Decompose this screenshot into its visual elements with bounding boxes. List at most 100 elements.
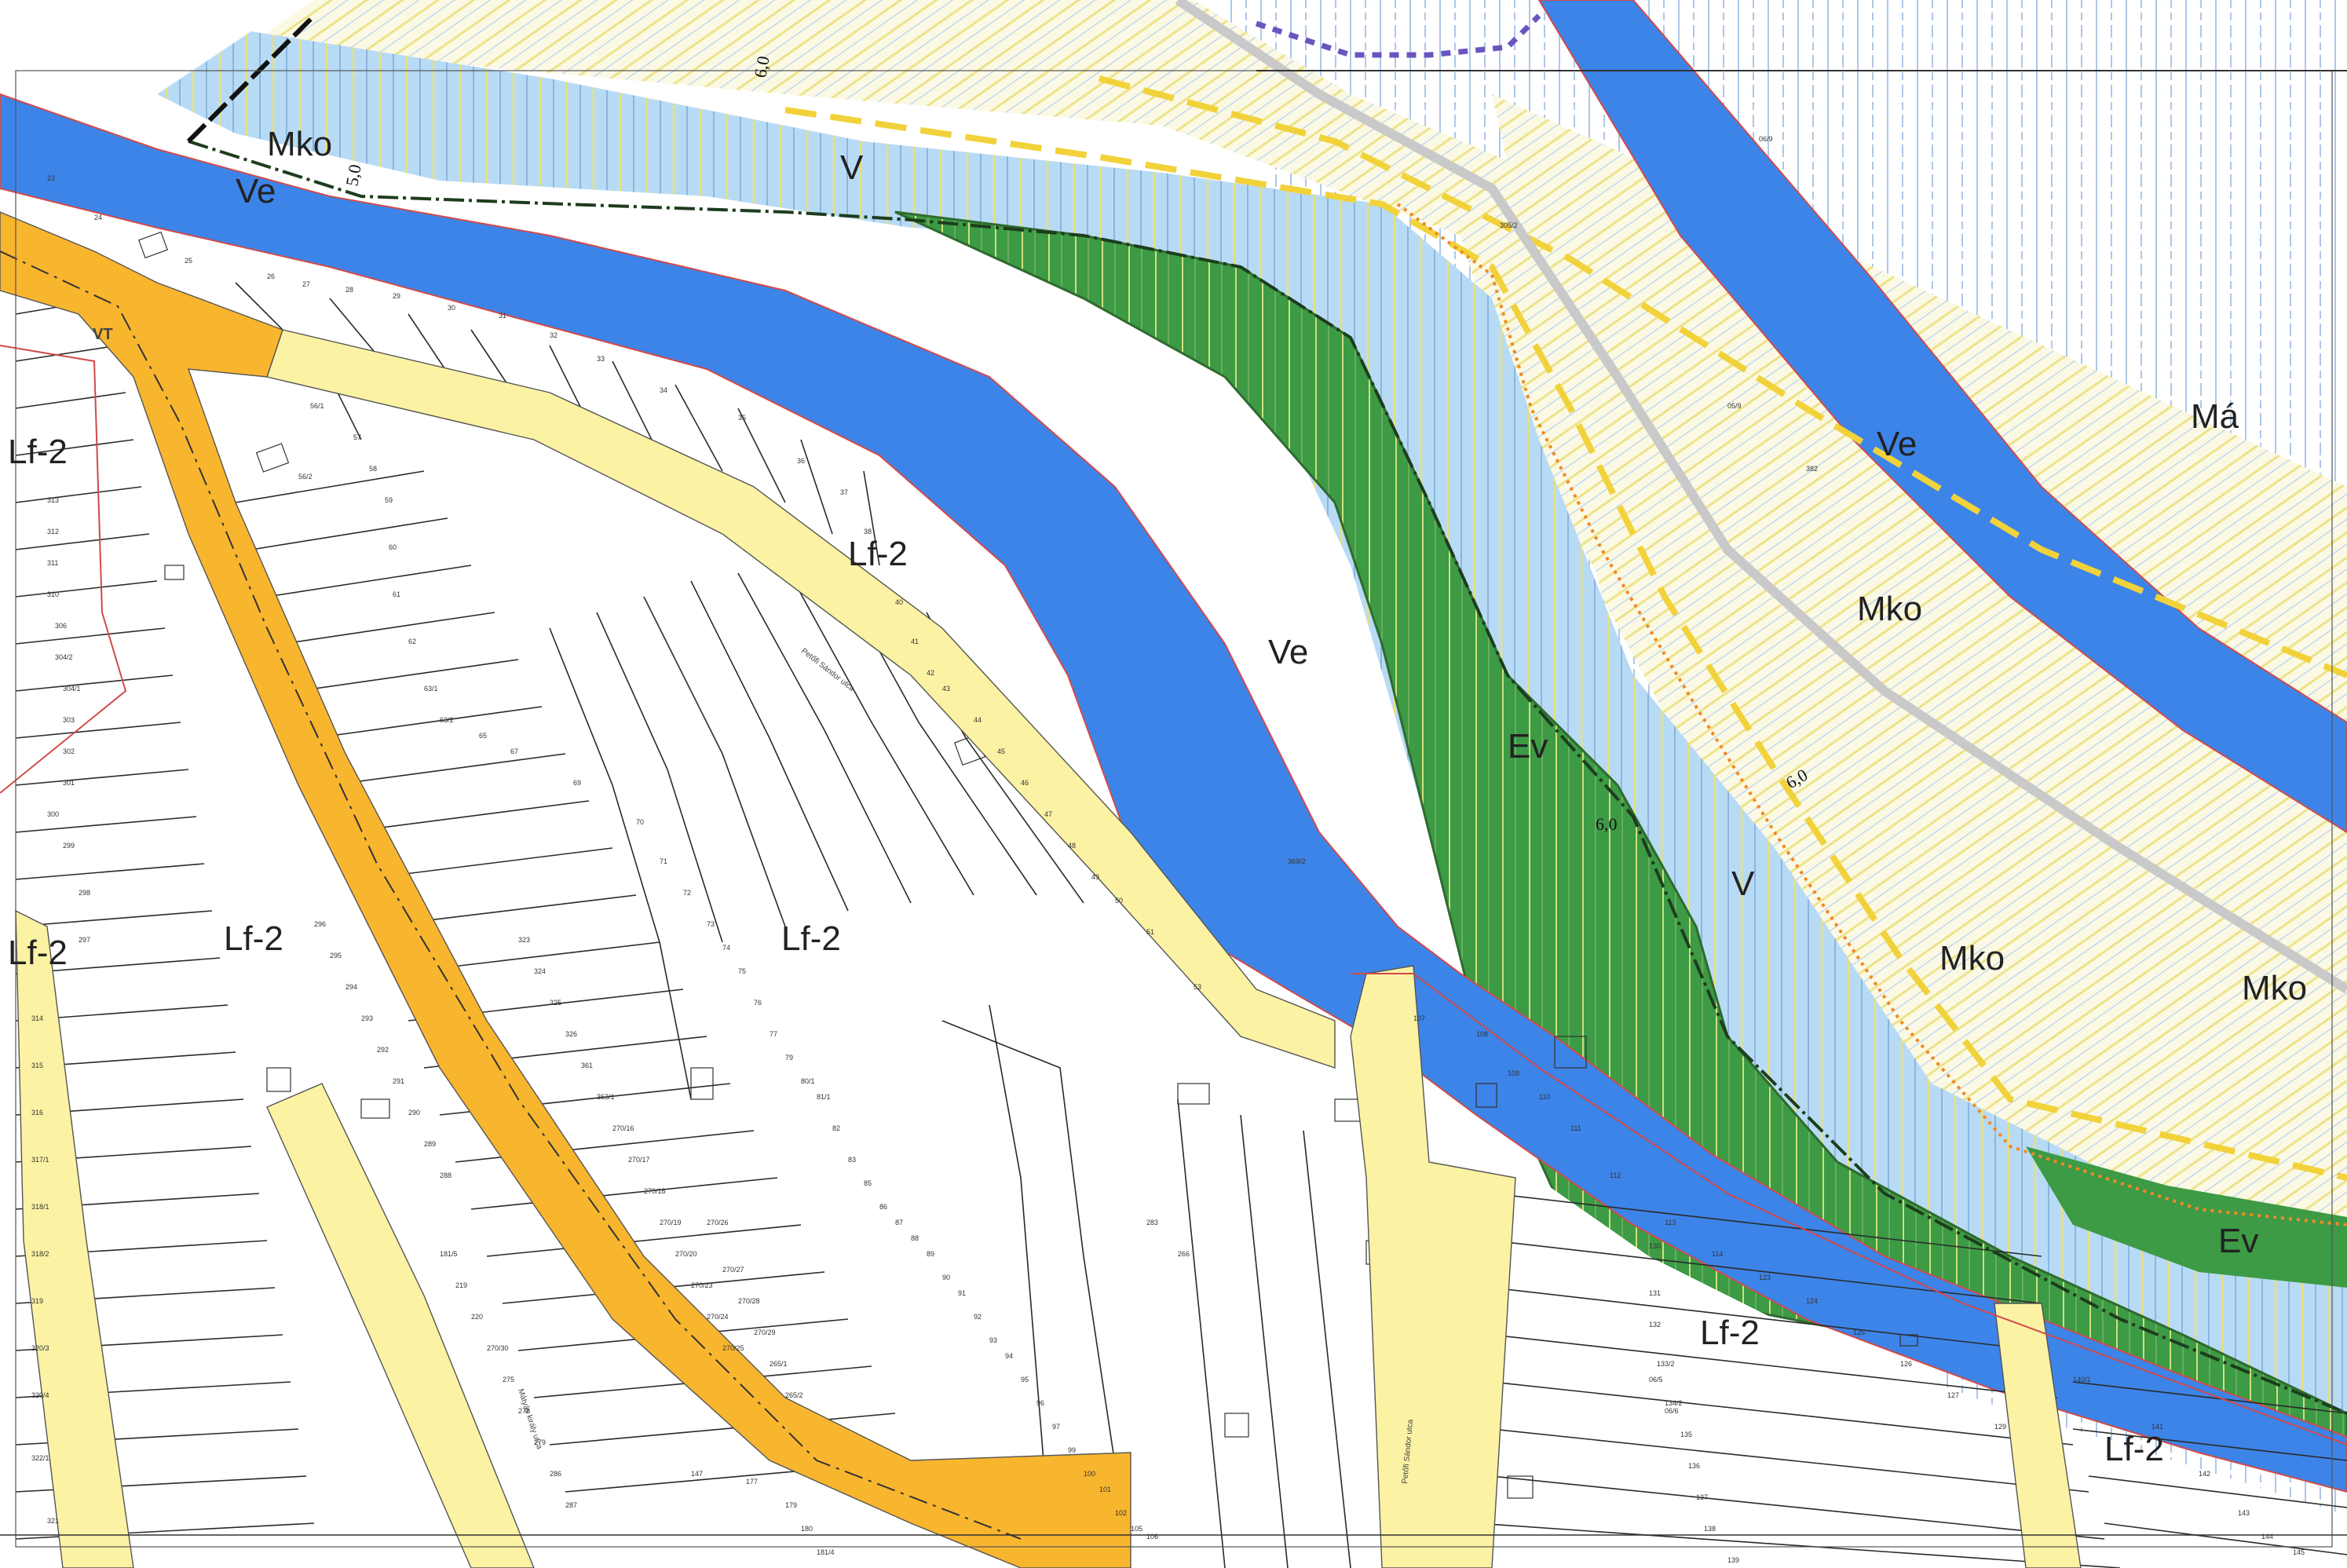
parcel-number: 72 <box>683 889 691 897</box>
zone-label-ev: Ev <box>2218 1222 2258 1260</box>
dimension-label: 5,0 <box>342 163 364 187</box>
zone-label-ma: Má <box>2191 397 2239 436</box>
parcel-number: 90 <box>942 1274 950 1281</box>
parcel-number: 275 <box>503 1376 514 1383</box>
parcel-number: 36 <box>797 457 805 465</box>
parcel-number: 74 <box>722 944 730 952</box>
zone-label-lf2: Lf-2 <box>2104 1430 2164 1468</box>
parcel-number: 283 <box>1146 1219 1158 1226</box>
parcel-number: 306 <box>55 622 67 630</box>
street-bottom-right <box>1994 1303 2082 1568</box>
parcel-number: 270/29 <box>754 1329 776 1336</box>
parcel-number: 315 <box>31 1062 43 1069</box>
parcel-number: 292 <box>377 1046 389 1054</box>
parcel-number: 73 <box>707 920 715 928</box>
parcel-number: 291 <box>393 1077 404 1085</box>
parcel-number: 27 <box>302 280 310 288</box>
parcel-number: 142 <box>2199 1470 2210 1478</box>
parcel-number: 93 <box>989 1336 997 1344</box>
parcel-number: 57 <box>353 433 361 441</box>
parcel-number: 67 <box>510 747 518 755</box>
parcel-number: 270/20 <box>675 1250 697 1258</box>
main-road-orange <box>0 211 1131 1568</box>
parcel-number: 179 <box>785 1501 797 1509</box>
parcel-number: 05/9 <box>1727 402 1742 410</box>
parcel-number: 145 <box>2293 1548 2305 1556</box>
parcel-number: 35 <box>738 414 746 422</box>
parcel-number: 270/30 <box>487 1344 509 1352</box>
parcel-number: 310 <box>47 590 59 598</box>
zone-area-mko-top <box>236 0 1727 597</box>
parcel-number: 94 <box>1005 1352 1013 1360</box>
parcel-number: 71 <box>660 857 667 865</box>
parcel-number: 25 <box>185 257 192 265</box>
parcel-number: 319 <box>31 1297 43 1305</box>
parcel-number: 85 <box>864 1179 872 1187</box>
parcel-number: 287 <box>565 1501 577 1509</box>
parcel-number: 126 <box>1900 1360 1912 1368</box>
parcel-number: 29 <box>393 292 400 300</box>
parcel-number: 270/16 <box>612 1124 634 1132</box>
parcel-number: 318/2 <box>31 1250 49 1258</box>
parcel-number: 41 <box>911 638 919 645</box>
parcel-number: 382 <box>1806 465 1818 473</box>
parcel-number: 369/2 <box>1288 857 1306 865</box>
parcel-number: 181/5 <box>440 1250 458 1258</box>
parcel-number: 61 <box>393 590 400 598</box>
parcel-number: 314 <box>31 1014 43 1022</box>
parcel-number: 23 <box>47 174 55 182</box>
parcel-number: 79 <box>785 1054 793 1062</box>
parcel-number: 48 <box>1068 842 1076 850</box>
parcel-number: 06/5 <box>1649 1376 1663 1383</box>
parcel-number: 286 <box>550 1470 561 1478</box>
parcel-number: 111 <box>1570 1124 1581 1132</box>
zone-area-mko-right <box>1492 94 2347 1225</box>
parcel-number: 107 <box>1413 1014 1425 1022</box>
zone-label-lf2: Lf-2 <box>224 919 283 958</box>
parcel-number: 46 <box>1021 779 1029 787</box>
parcel-number: 47 <box>1044 810 1052 818</box>
zone-label-v: V <box>1731 864 1755 903</box>
parcel-number: 60 <box>389 543 397 551</box>
parcel-number: 270/24 <box>707 1313 729 1321</box>
parcel-number: 83 <box>848 1156 856 1164</box>
parcel-number: 297 <box>79 936 90 944</box>
street-petofi-lower <box>1350 965 1516 1568</box>
parcel-number: 37 <box>840 488 848 496</box>
parcel-number: 81/1 <box>817 1093 831 1101</box>
parcel-number: 290 <box>408 1109 420 1117</box>
parcel-number: 109 <box>1508 1069 1519 1077</box>
parcel-number: 301 <box>63 779 75 787</box>
parcel-number: 28 <box>345 286 353 294</box>
zone-label-lf2: Lf-2 <box>848 535 908 573</box>
parcel-number: 325 <box>550 999 561 1007</box>
parcel-number: 87 <box>895 1219 903 1226</box>
parcel-number: 147 <box>691 1470 703 1478</box>
parcel-number: 311 <box>47 559 58 567</box>
parcel-number: 44 <box>974 716 982 724</box>
parcel-number: 26 <box>267 272 275 280</box>
parcel-number: 322/1 <box>31 1454 49 1462</box>
parcel-number: 304/2 <box>55 653 73 661</box>
parcel-number: 299 <box>63 842 75 850</box>
parcel-number: 132 <box>1649 1321 1661 1329</box>
parcel-number: 302 <box>63 747 75 755</box>
parcel-number: 123 <box>1759 1274 1771 1281</box>
parcel-number: 106 <box>1146 1533 1158 1541</box>
parcel-number: 56/1 <box>310 402 324 410</box>
parcel-number: 313 <box>47 496 59 504</box>
parcel-number: 326 <box>565 1030 577 1038</box>
parcel-number: 49 <box>1091 873 1099 881</box>
street-petofi-upper <box>266 329 1336 1069</box>
parcel-number: 30 <box>448 304 455 312</box>
utility-line-purple <box>1255 13 1541 58</box>
zone-label-ve: Ve <box>1268 633 1308 671</box>
parcel-number: 177 <box>746 1478 758 1486</box>
parcel-number: 102 <box>1115 1509 1127 1517</box>
parcel-number: 45 <box>997 747 1005 755</box>
parcel-number: 101 <box>1099 1486 1111 1493</box>
parcel-number: 270/28 <box>738 1297 760 1305</box>
parcel-number: 321 <box>47 1517 59 1525</box>
parcel-number: 75 <box>738 967 746 975</box>
